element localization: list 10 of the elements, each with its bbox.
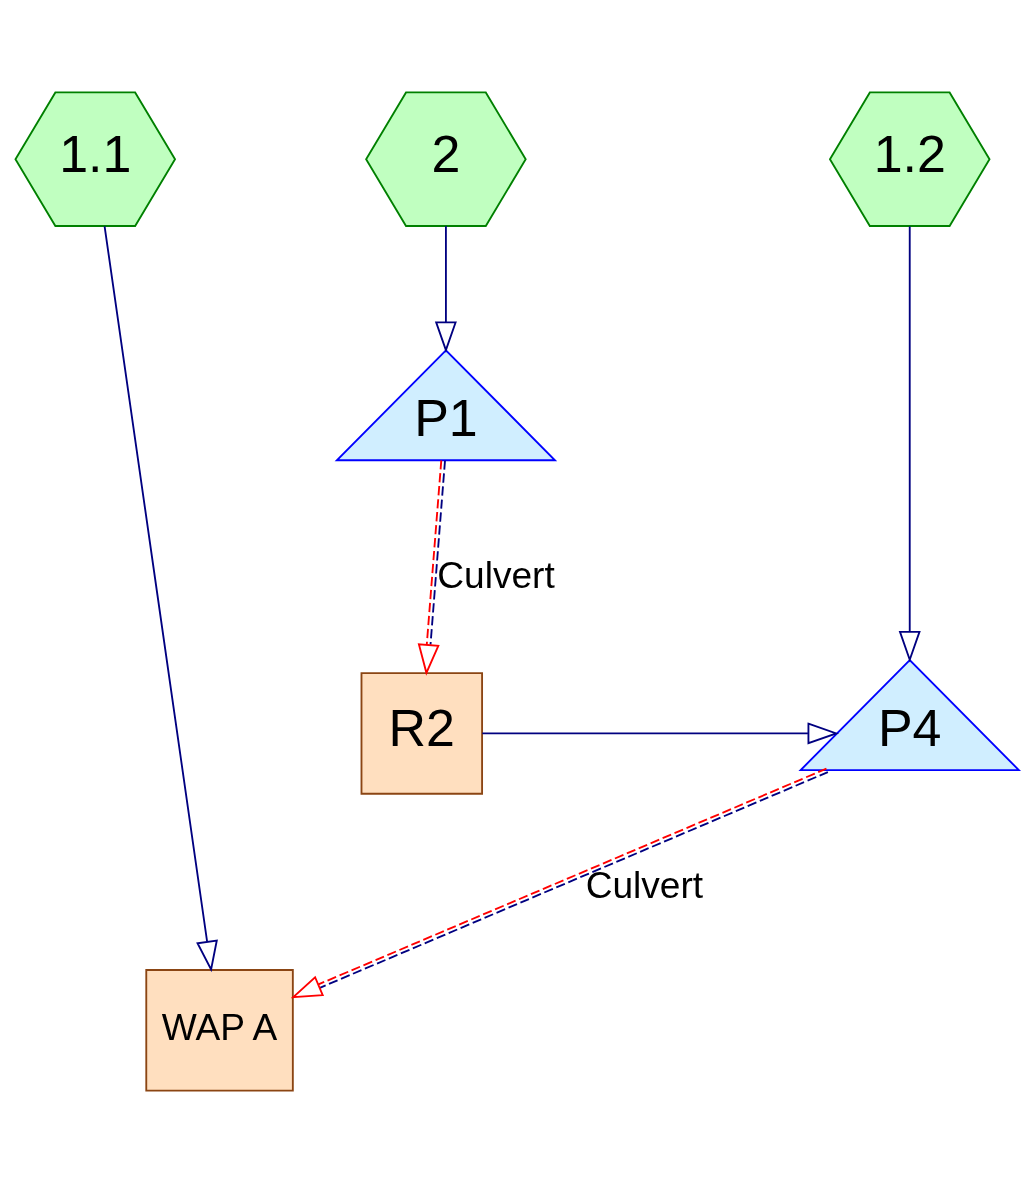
arrow bbox=[103, 224, 218, 972]
edge-label: Culvert bbox=[585, 863, 704, 906]
arrow bbox=[434, 224, 457, 353]
arrow bbox=[417, 459, 446, 676]
arrow bbox=[290, 767, 829, 998]
edge-label: Culvert bbox=[437, 553, 555, 596]
node-box: R2 bbox=[360, 671, 483, 795]
arrow bbox=[898, 225, 921, 663]
node-box: WAP A bbox=[145, 968, 294, 1091]
arrow bbox=[481, 721, 840, 744]
